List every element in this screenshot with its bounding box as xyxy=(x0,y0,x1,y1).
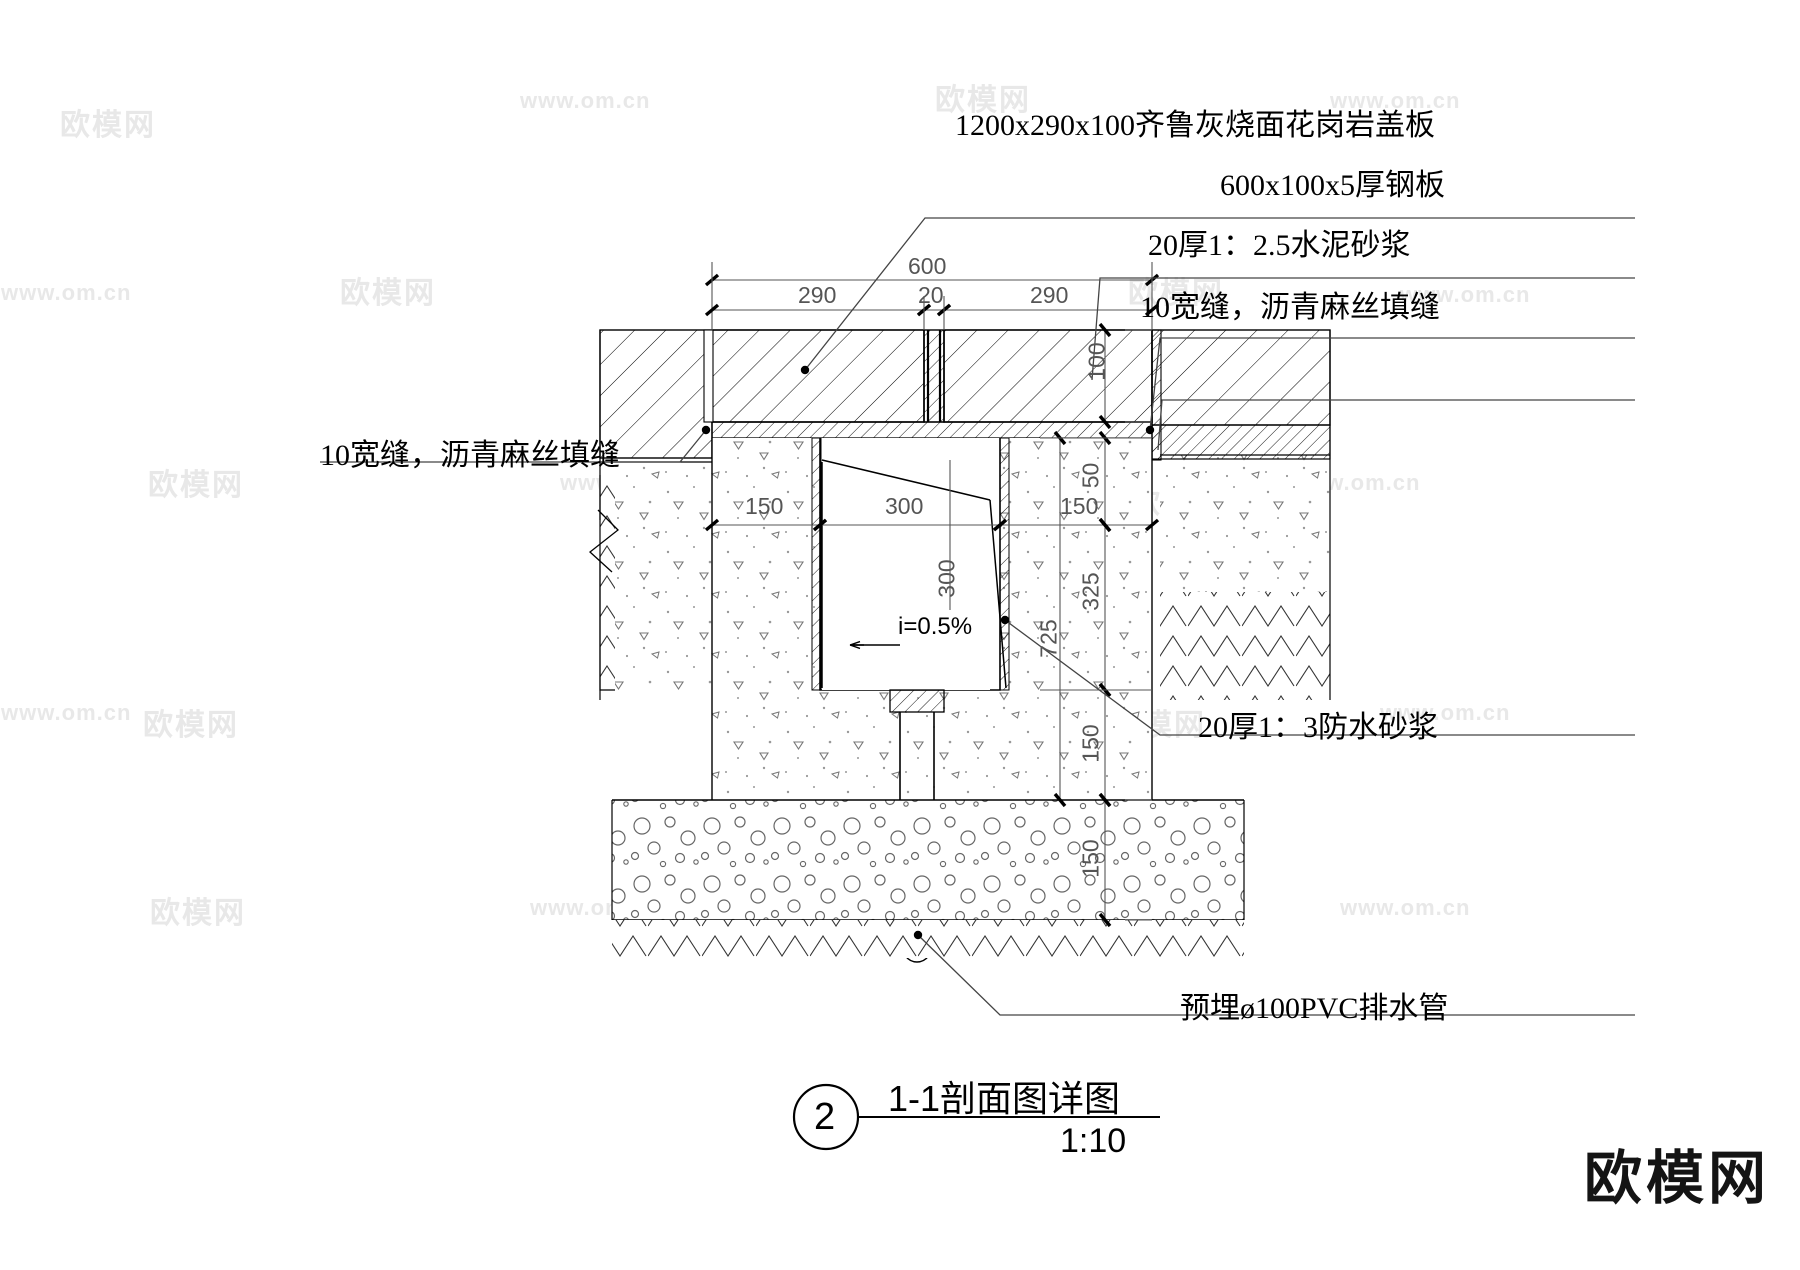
gravel-base-course xyxy=(611,799,1245,921)
detail-number: 2 xyxy=(814,1096,836,1138)
dim-top-chain-2: 20 xyxy=(918,282,944,308)
annotation-steel-plate: 600x100x5厚钢板 xyxy=(1220,169,1445,202)
title-block-graphics xyxy=(792,1083,1160,1151)
brand-stamp: 欧模网 xyxy=(1583,1146,1770,1211)
dim-inner-left-wall: 150 xyxy=(745,493,784,519)
break-line-left xyxy=(588,509,619,573)
granite-cover-slab-left xyxy=(711,329,925,423)
annotation-joint-left: 10宽缝，沥青麻丝填缝 xyxy=(320,439,620,472)
annotation-mortar-bed: 20厚1：2.5水泥砂浆 xyxy=(1148,229,1411,262)
dim-vert-slab-thickness: 100 xyxy=(1083,342,1110,381)
annotation-waterproof-mortar: 20厚1：3防水砂浆 xyxy=(1198,711,1438,744)
annotation-pvc-pipe: 预埋ø100PVC排水管 xyxy=(1180,992,1449,1025)
dim-top-chain-3: 290 xyxy=(1030,282,1069,308)
dim-vert-325: 325 xyxy=(1077,572,1104,611)
channel-slope-invert xyxy=(821,459,1007,690)
waterproof-mortar-lining xyxy=(811,437,1010,691)
dim-inner-right-wall: 150 xyxy=(1060,493,1099,519)
annotation-cover-slab: 1200x290x100齐鲁灰烧面花岗岩盖板 xyxy=(955,109,1435,142)
dim-channel-depth: 300 xyxy=(933,559,960,598)
earth-hatch-right xyxy=(1160,592,1330,700)
steel-plate-joint xyxy=(923,329,945,423)
slope-label: i=0.5% xyxy=(898,613,973,640)
cement-mortar-bed xyxy=(711,421,1153,439)
pavement-base-left xyxy=(600,461,712,692)
dim-vert-150-a: 150 xyxy=(1077,724,1104,763)
dim-top-overall: 600 xyxy=(908,253,947,279)
granite-cover-slab-right xyxy=(943,329,1153,423)
drawing-scale: 1:10 xyxy=(1060,1122,1127,1160)
asphalt-joint-right xyxy=(1151,329,1162,461)
paving-right xyxy=(1151,329,1331,460)
dim-vert-150-b: 150 xyxy=(1077,839,1104,878)
dim-top-chain-1: 290 xyxy=(798,282,837,308)
drawing-title: 1-1剖面图详图 xyxy=(888,1078,1121,1119)
dimension-lines xyxy=(704,262,1160,928)
leader-lines xyxy=(320,217,1635,1016)
dim-vert-50: 50 xyxy=(1077,462,1104,489)
compacted-earth-base xyxy=(612,920,1244,958)
paving-left xyxy=(599,329,713,459)
annotation-joint-right: 10宽缝，沥青麻丝填缝 xyxy=(1140,291,1440,324)
dim-inner-channel-width: 300 xyxy=(885,493,924,519)
dim-vert-overall-725: 725 xyxy=(1035,619,1062,658)
asphalt-joint-left xyxy=(703,329,714,423)
